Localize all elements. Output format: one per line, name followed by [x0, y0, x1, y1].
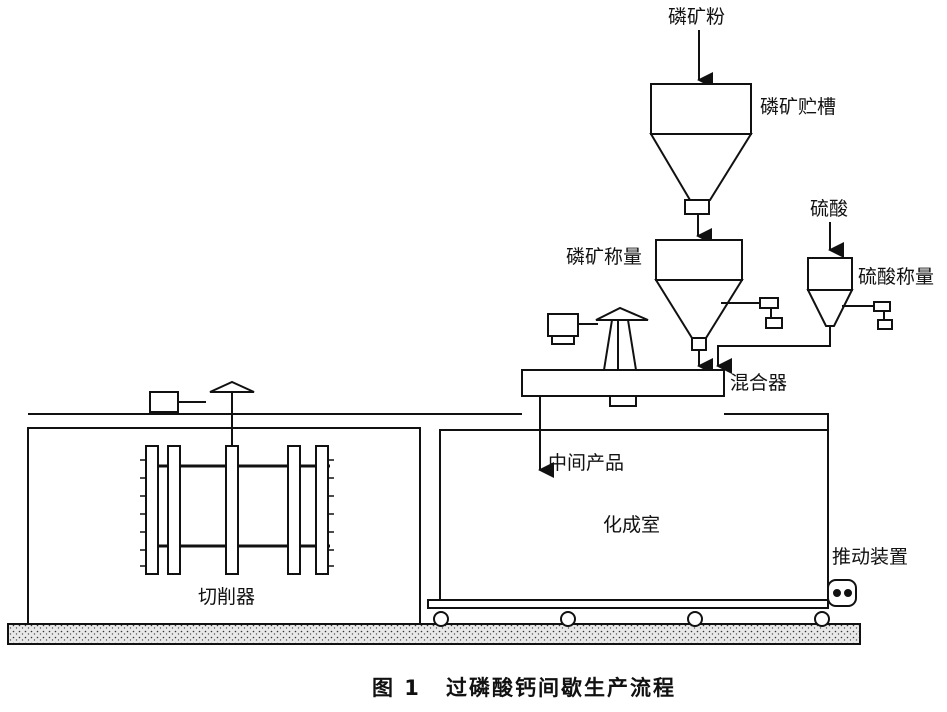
curing-cart	[427, 599, 830, 627]
label-pushing-device: 推动装置	[832, 546, 909, 568]
acid-weigher	[806, 257, 893, 330]
acid-pipe	[716, 326, 831, 374]
label-curing-chamber: 化成室	[603, 514, 661, 536]
label-intermediate-product: 中间产品	[548, 452, 625, 474]
phosphate-weigher	[654, 239, 783, 351]
cutter-chamber	[27, 427, 421, 625]
label-mixer: 混合器	[730, 372, 788, 394]
building-roof	[28, 413, 829, 432]
label-cutter: 切削器	[198, 586, 256, 608]
cutter-drive	[149, 380, 255, 446]
cutter-rotor	[140, 445, 334, 575]
label-phosphate-powder: 磷矿粉	[668, 6, 726, 28]
label-phosphate-weighing: 磷矿称量	[566, 246, 643, 268]
pushing-device	[827, 579, 857, 607]
ground-floor	[7, 623, 861, 645]
figure-number: 图 1	[372, 676, 421, 700]
label-acid-weighing: 硫酸称量	[858, 266, 935, 288]
figure-title: 过磷酸钙间歇生产流程	[446, 676, 676, 700]
phosphate-hopper	[649, 83, 753, 215]
label-phosphate-hopper: 磷矿贮槽	[760, 96, 837, 118]
label-sulfuric-acid: 硫酸	[810, 198, 849, 220]
mixer	[521, 306, 725, 407]
